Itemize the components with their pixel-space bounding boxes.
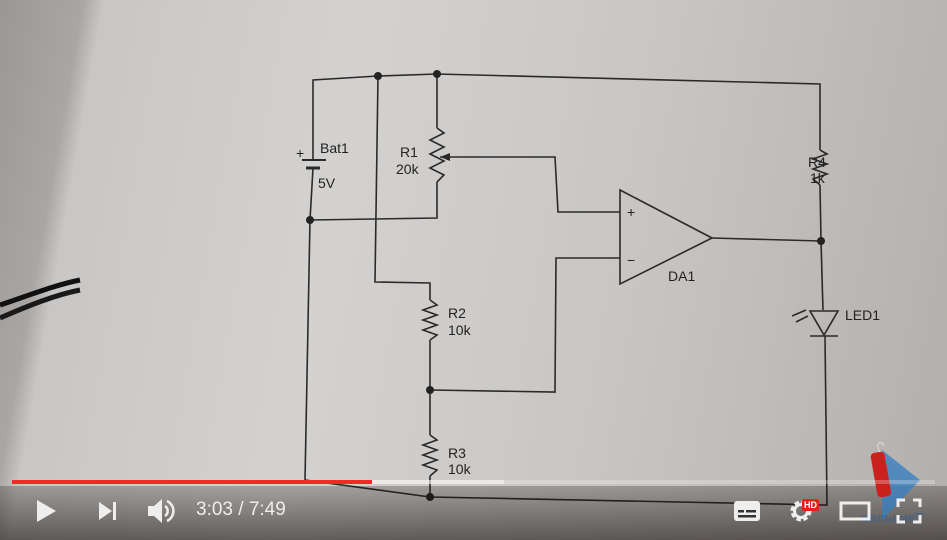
skip-next-icon [99,502,116,520]
r4-value: 1k [810,170,826,186]
r3-label: R3 [448,445,466,461]
battery-value: 5V [318,175,336,191]
led-label: LED1 [845,307,880,323]
time-display: 3:03 / 7:49 [196,499,286,520]
opamp-plus: + [627,204,635,220]
r4-label: R4 [808,154,826,170]
junction-dots [306,70,825,501]
progress-bar[interactable] [12,480,935,484]
theater-button[interactable] [838,493,872,529]
played-bar [12,480,372,484]
duration: 7:49 [248,499,286,520]
cable [0,287,81,321]
opamp-label: DA1 [668,268,695,284]
r1-label: R1 [400,144,418,160]
settings-button[interactable] [784,493,818,529]
subtitles-button[interactable] [730,493,764,529]
fullscreen-icon [896,498,922,524]
opamp-minus: − [627,252,635,268]
r2-value: 10k [448,322,472,338]
current-time: 3:03 [196,499,233,520]
next-button[interactable] [94,493,122,529]
hd-badge: HD [802,499,819,511]
wires [304,73,840,506]
battery-label: Bat1 [320,140,349,156]
theater-mode-icon [839,501,871,521]
gear-icon [790,500,812,522]
channel-watermark-logo: ПаяльникTV [862,442,924,525]
battery-polarity: + [296,145,304,161]
r3-value: 10k [448,461,472,477]
play-icon [37,500,56,522]
watermark-text: ПаяльникTV [862,510,924,525]
r2-label: R2 [448,305,466,321]
r1-value: 20k [396,161,420,177]
fullscreen-button[interactable] [892,493,926,529]
wiper-arrow [440,153,450,161]
subtitles-icon [734,501,760,521]
volume-icon [148,499,175,523]
volume-button[interactable] [144,493,178,529]
play-button[interactable] [30,493,62,529]
cable [0,277,81,308]
